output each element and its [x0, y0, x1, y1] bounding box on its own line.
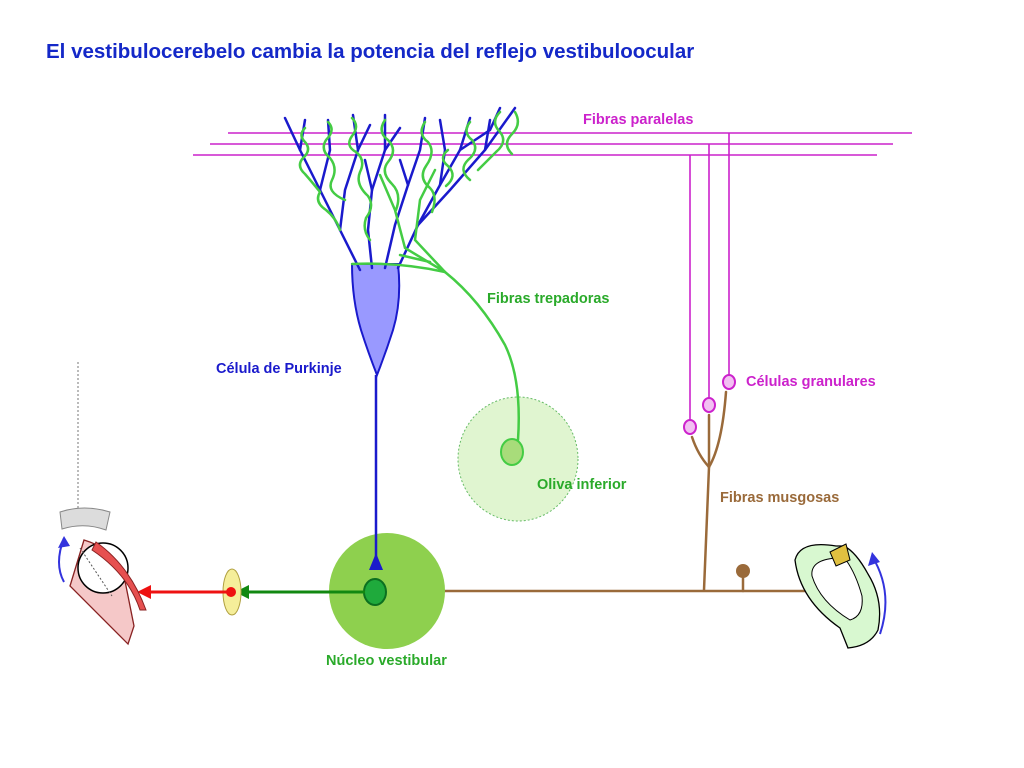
mossy-fibers	[393, 390, 852, 593]
purkinje-soma	[350, 263, 401, 378]
slide-title: El vestibulocerebelo cambia la potencia …	[46, 40, 695, 63]
eye-muscle-icon	[91, 541, 147, 611]
label-mossy-fibers: Fibras musgosas	[720, 490, 839, 506]
eye-icon	[59, 362, 135, 646]
label-vestibular-nucleus: Núcleo vestibular	[326, 653, 447, 669]
climbing-fibers	[298, 110, 521, 442]
vestibular-nucleus	[329, 533, 445, 649]
semicircular-canal-icon	[794, 543, 881, 649]
granule-cells	[683, 374, 736, 435]
label-inferior-olive: Oliva inferior	[537, 477, 627, 493]
label-climbing-fibers: Fibras trepadoras	[487, 291, 610, 307]
label-granule-cells: Células granulares	[746, 374, 876, 390]
label-purkinje-cell: Célula de Purkinje	[216, 361, 342, 377]
mossy-fiber-terminal	[736, 564, 750, 578]
vestibular-neuron	[363, 578, 387, 606]
label-parallel-fibers: Fibras paralelas	[583, 112, 693, 128]
purkinje-cell	[283, 106, 517, 570]
granule-cell	[702, 397, 716, 413]
granule-cell	[683, 419, 697, 435]
olive-neuron	[500, 438, 524, 466]
granule-cell	[722, 374, 736, 390]
